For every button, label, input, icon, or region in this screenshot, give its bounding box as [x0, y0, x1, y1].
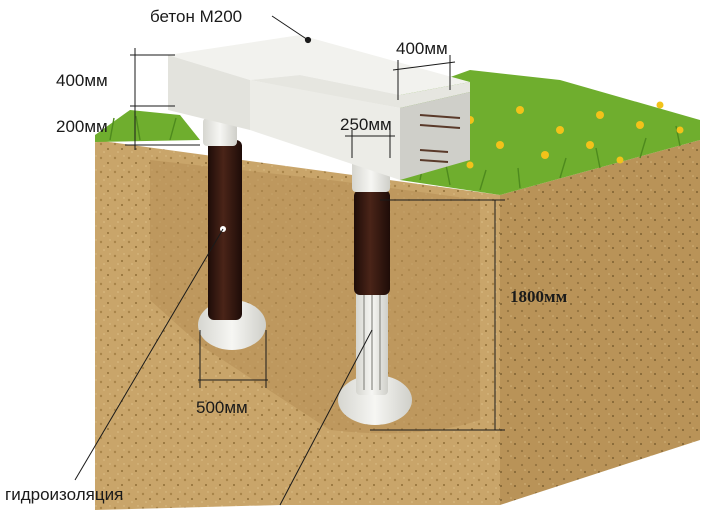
dimension-lines [74, 15, 505, 506]
beam-top-right [250, 75, 470, 108]
beam-front [250, 80, 400, 180]
beam-rebar-ends [419, 114, 461, 163]
beam-top [168, 35, 470, 95]
concrete-beam [168, 35, 470, 180]
concrete-leader-dot [304, 36, 312, 44]
pile-depth-label: 1800мм [510, 287, 568, 306]
right-pile-rebar [363, 290, 381, 390]
concrete-label: бетон М200 [150, 7, 243, 26]
sand-layer-label: 200мм [56, 117, 108, 136]
grass-left [95, 110, 200, 142]
grass-blades [109, 115, 681, 191]
beam-width-dim [392, 61, 456, 71]
pile-diameter-label: 250мм [340, 115, 392, 134]
soil-right-face [500, 140, 700, 505]
waterproofing-leader-1 [74, 228, 224, 481]
waterproofing-leader-2 [279, 329, 373, 506]
flowers [466, 101, 684, 169]
right-pile-waterproofing [354, 190, 390, 295]
grass-top [400, 70, 700, 195]
beam-width-label: 400мм [396, 39, 448, 58]
beam-front-left [168, 55, 250, 130]
beam-end [400, 92, 470, 180]
concrete-leader [271, 15, 309, 41]
soil-block [95, 140, 700, 510]
waterproofing-label: гидроизоляция [5, 485, 124, 504]
grass-area [95, 70, 700, 195]
beam-height-label: 400мм [56, 71, 108, 90]
left-pile [198, 118, 266, 350]
base-width-label: 500мм [196, 398, 248, 417]
right-pile [338, 150, 412, 425]
left-pile-top [203, 118, 237, 146]
